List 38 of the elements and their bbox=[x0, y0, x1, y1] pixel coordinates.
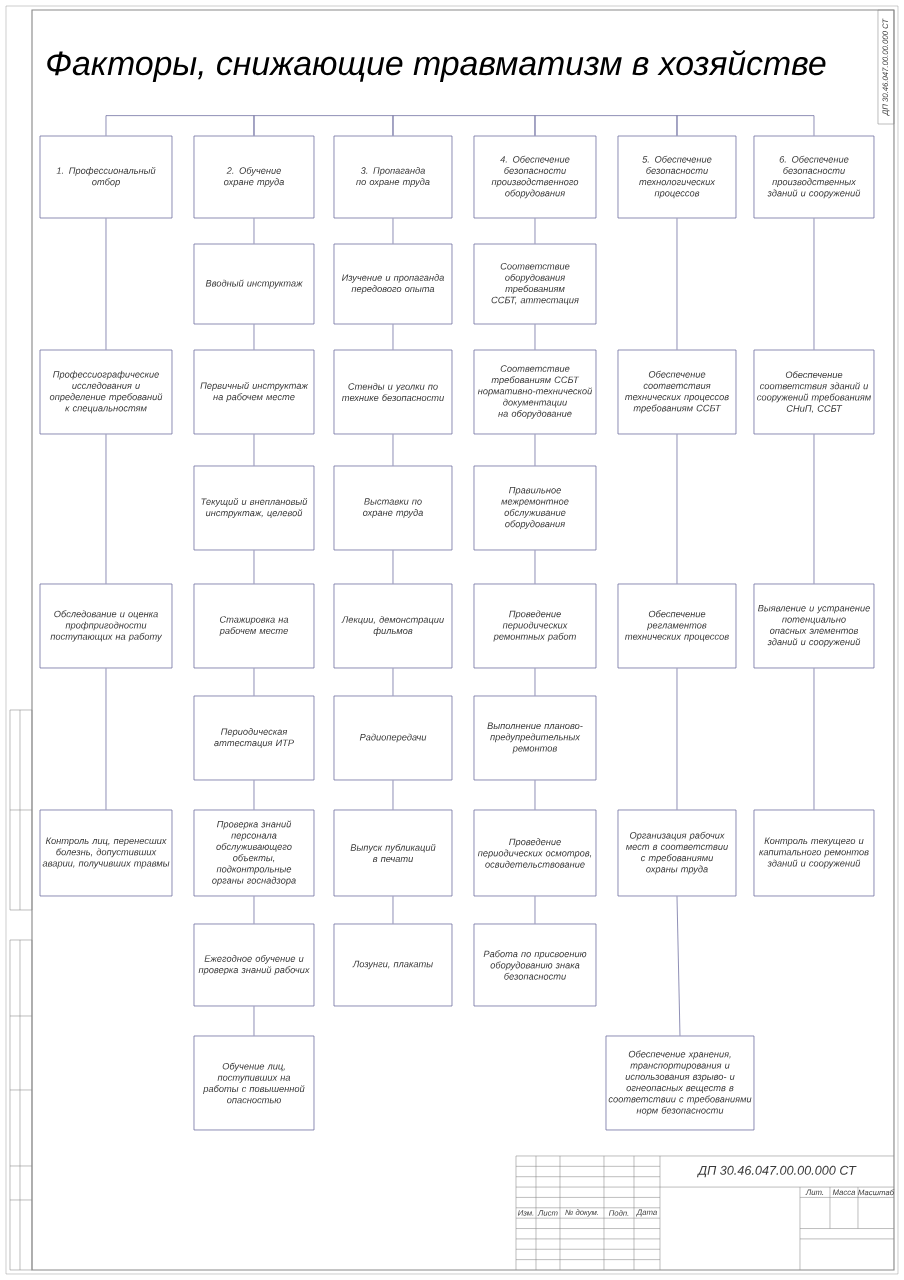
connector-line bbox=[105, 668, 107, 810]
connector-line bbox=[534, 324, 536, 350]
connector-line bbox=[105, 434, 107, 584]
connector-line bbox=[534, 115, 678, 136]
connector-line bbox=[253, 324, 255, 350]
connector-line bbox=[392, 218, 394, 244]
connector-line bbox=[534, 780, 536, 810]
connector-line bbox=[392, 115, 536, 136]
connector-line bbox=[392, 668, 394, 696]
connector-line bbox=[253, 434, 255, 466]
connector-line bbox=[253, 1006, 255, 1036]
connector-line bbox=[534, 434, 536, 466]
connector-line bbox=[676, 434, 678, 584]
connector-line bbox=[253, 668, 255, 696]
connector-line bbox=[392, 780, 394, 810]
title: Факторы, снижающие травматизм в хозяйстве bbox=[47, 50, 826, 82]
connector-line bbox=[676, 668, 678, 810]
connector-line bbox=[534, 668, 536, 696]
connector-line bbox=[253, 550, 255, 584]
connector-line bbox=[676, 115, 815, 136]
connector-line bbox=[813, 434, 815, 584]
connector-line bbox=[534, 896, 536, 924]
connector-line bbox=[534, 550, 536, 584]
connector-line bbox=[676, 218, 678, 350]
connector-line bbox=[813, 218, 815, 350]
connector-line bbox=[392, 324, 394, 350]
connector-line bbox=[392, 896, 394, 924]
connector-line bbox=[392, 434, 394, 466]
connector-line bbox=[676, 896, 681, 1036]
connector-line bbox=[253, 115, 394, 136]
connector-line bbox=[813, 668, 815, 810]
connector-line bbox=[253, 896, 255, 924]
connector-line bbox=[253, 218, 255, 244]
connector-line bbox=[392, 550, 394, 584]
connector-line bbox=[253, 780, 255, 810]
connector-line bbox=[534, 218, 536, 244]
connector-line bbox=[105, 115, 255, 136]
connector-line bbox=[105, 218, 107, 350]
